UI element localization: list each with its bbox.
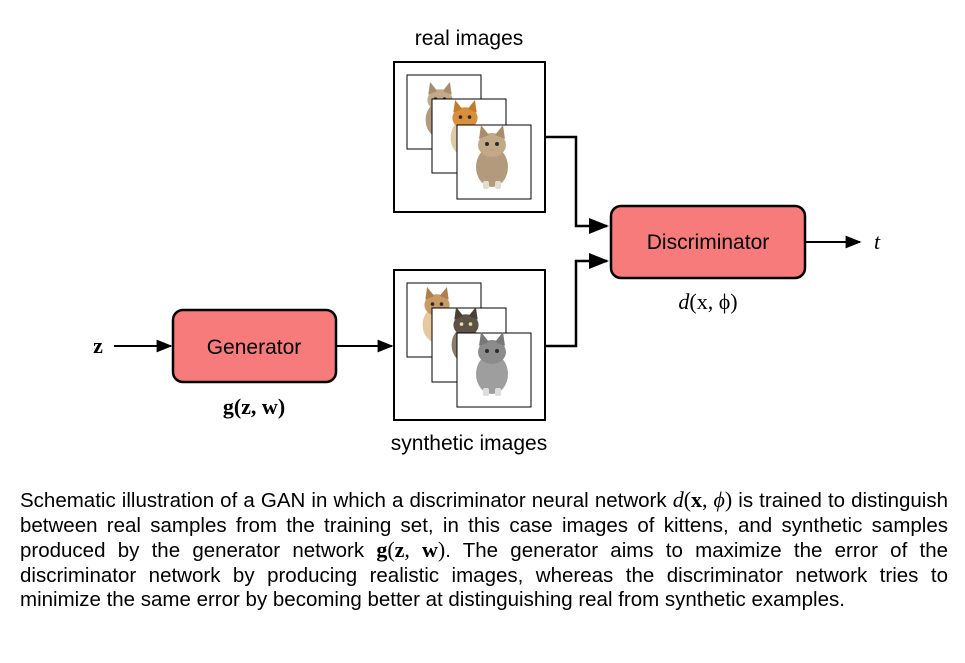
caption-text-3: . The generator aims to maximize the err… [20, 539, 948, 612]
generator-func: g [223, 394, 234, 419]
synthetic-image-stack [406, 282, 532, 408]
generator-args: (z, w) [234, 394, 285, 419]
caption-text-2: is trained to distinguish between real s… [20, 489, 949, 563]
generator-label: Generator [207, 336, 302, 359]
discriminator-label: Discriminator [647, 231, 770, 254]
discriminator-args: (x, ϕ) [689, 289, 737, 314]
discriminator-box [609, 204, 807, 280]
output-t-symbol: t [874, 229, 881, 254]
real-image-stack [406, 74, 532, 200]
input-z-symbol: z [93, 333, 103, 358]
caption-math-g: g(z, w) [376, 537, 446, 563]
real-to-discriminator-arrow [546, 135, 609, 234]
caption-math-d: d(x, ϕ) [672, 487, 733, 512]
synthetic-images-label: synthetic images [391, 432, 547, 455]
discriminator-func: d [678, 289, 690, 314]
generator-box [171, 308, 338, 384]
synthetic-to-discriminator-arrow [546, 253, 609, 348]
gan-diagram: real images synthetic images Generator g… [93, 27, 881, 455]
figure-caption: Schematic illustration of a GAN in which… [20, 487, 949, 613]
generator-formula: g(z, w) [223, 394, 285, 419]
caption-text-1: Schematic illustration of a GAN in which… [20, 489, 673, 512]
discriminator-formula: d(x, ϕ) [678, 289, 737, 314]
real-images-label: real images [415, 27, 524, 50]
